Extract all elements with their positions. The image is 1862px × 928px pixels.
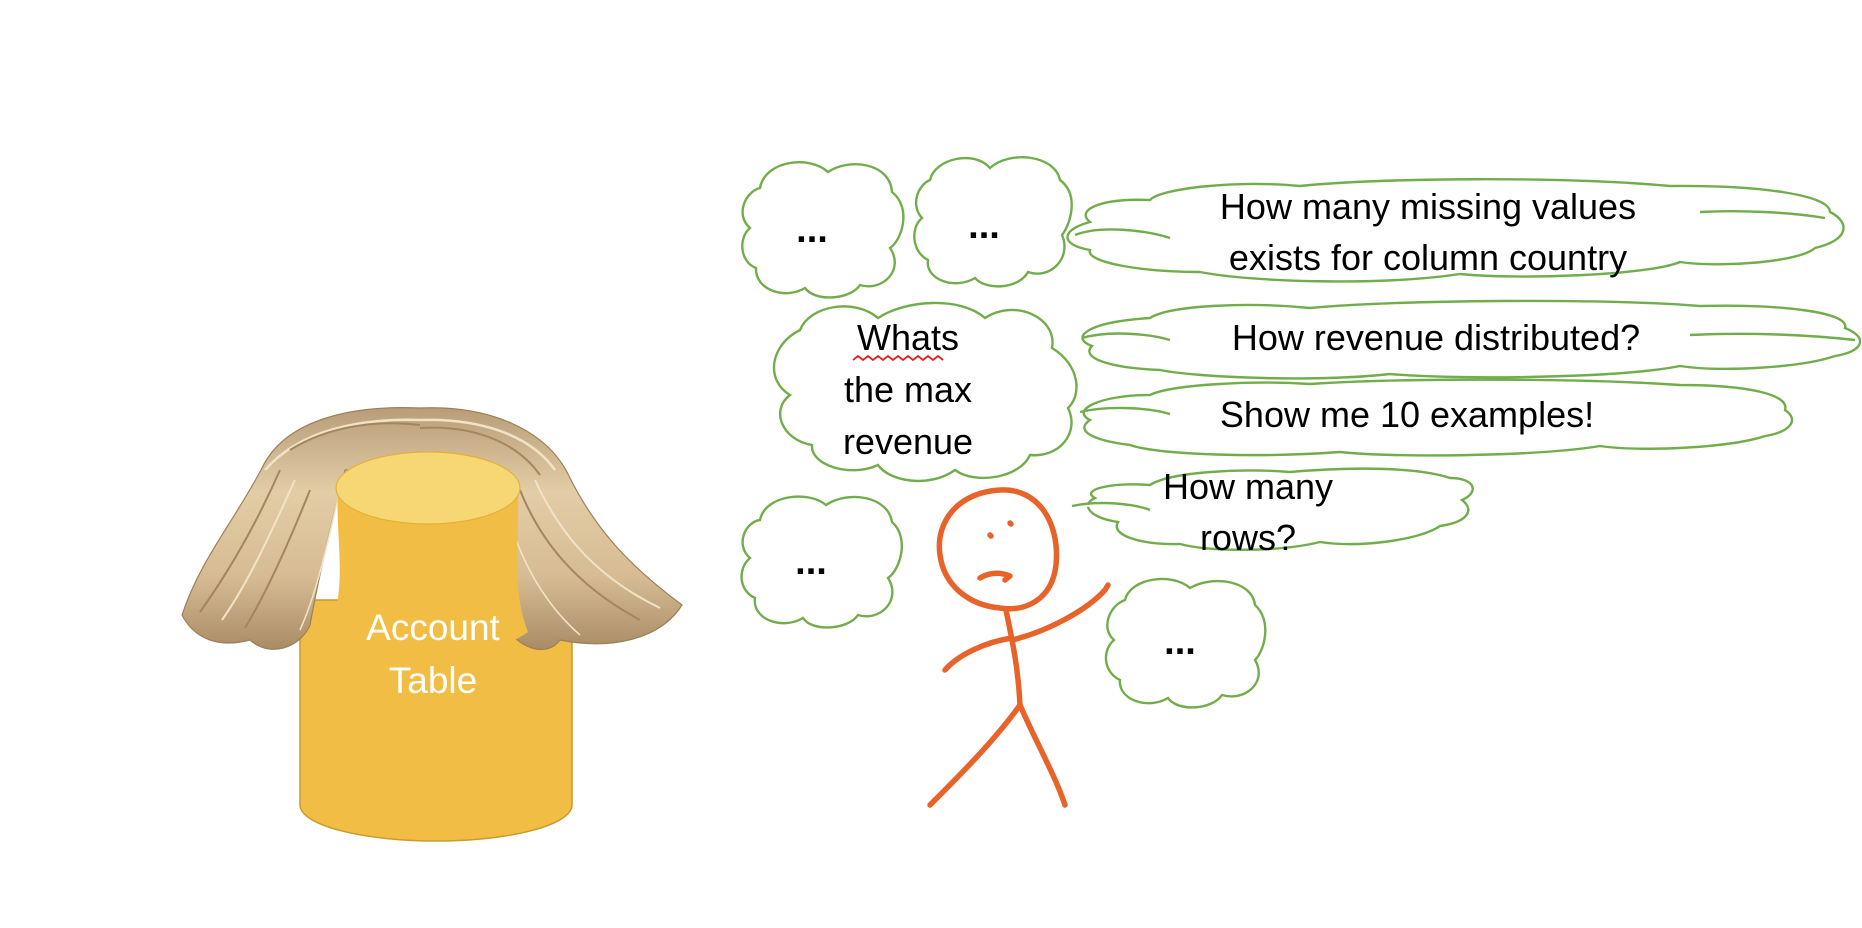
ellipsis-text: ... (796, 209, 828, 251)
max-revenue-line1: Whats (857, 317, 959, 358)
bubble-show-examples: Show me 10 examples! (1079, 378, 1794, 457)
database-body (299, 599, 573, 842)
missing-values-line2: exists for column country (1229, 237, 1627, 278)
bubble-ellipsis-left: ... (740, 495, 903, 629)
bubble-revenue-distributed: How revenue distributed? (1081, 299, 1862, 380)
ellipsis-text: ... (795, 541, 827, 583)
bubble-max-revenue: Whats the max revenue (772, 301, 1078, 483)
max-revenue-line3: revenue (843, 421, 973, 462)
bubble-missing-values: How many missing values exists for colum… (1066, 178, 1845, 283)
revenue-distributed-text: How revenue distributed? (1232, 317, 1640, 358)
bubble-ellipsis-right: ... (1104, 577, 1267, 709)
show-examples-text: Show me 10 examples! (1220, 394, 1594, 435)
database-top (335, 451, 521, 525)
database-label-line1: Account (366, 607, 500, 648)
stick-figure (927, 487, 1111, 808)
hair-wig (181, 407, 683, 651)
bubble-ellipsis-top-middle: ... (913, 156, 1073, 288)
bubble-ellipsis-top-left: ... (741, 161, 905, 299)
figure-arm-left (942, 635, 1015, 673)
figure-torso (1003, 607, 1023, 708)
figure-head (936, 487, 1060, 612)
max-revenue-line2: the max (844, 369, 972, 410)
figure-mouth (977, 570, 1013, 583)
database-label-line2: Table (389, 660, 477, 701)
how-many-rows-line1: How many (1163, 466, 1333, 507)
ellipsis-text: ... (968, 205, 1000, 247)
account-table-database: Account Table (181, 407, 683, 842)
figure-eye-left (987, 532, 994, 539)
figure-leg-right (1017, 702, 1068, 808)
thought-bubbles: ... ... How many missing values exists f… (740, 156, 1862, 709)
figure-arm-right (1009, 582, 1111, 643)
figure-eye-right (1007, 520, 1014, 527)
ellipsis-text: ... (1164, 621, 1196, 663)
how-many-rows-line2: rows? (1200, 517, 1296, 558)
figure-leg-left (927, 702, 1023, 808)
spellcheck-underline (852, 354, 944, 362)
missing-values-line1: How many missing values (1220, 186, 1636, 227)
bubble-how-many-rows: How many rows? (1071, 466, 1474, 558)
database-face (330, 488, 528, 655)
